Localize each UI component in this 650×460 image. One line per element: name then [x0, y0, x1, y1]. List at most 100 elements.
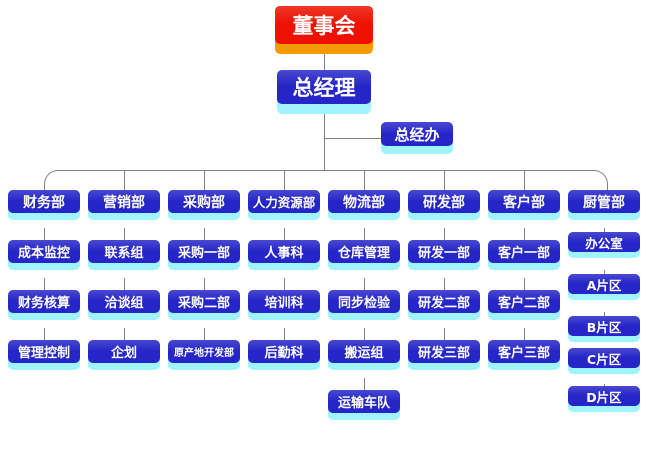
connector-drop-dept-7 — [524, 170, 525, 190]
node-label: D片区 — [586, 389, 622, 405]
node-label: 同步检验 — [337, 296, 390, 311]
node-sub-handling-group[interactable]: 搬运组 — [328, 340, 400, 370]
connector-col7-2 — [524, 278, 525, 296]
node-label: 厨管部 — [583, 194, 625, 211]
node-label-wrap: 管理控制 — [8, 340, 80, 363]
node-sub-negotiation-group[interactable]: 洽谈组 — [88, 290, 160, 320]
node-label: 运输车队 — [337, 396, 390, 411]
node-sub-customer-two[interactable]: 客户二部 — [488, 290, 560, 320]
node-label-wrap: 研发一部 — [408, 240, 480, 263]
node-label-wrap: 营销部 — [88, 190, 160, 213]
node-department-hr[interactable]: 人力资源部 — [248, 190, 320, 220]
node-label-wrap: 研发二部 — [408, 290, 480, 313]
node-label-wrap: 成本监控 — [8, 240, 80, 263]
node-sub-training-section[interactable]: 培训科 — [248, 290, 320, 320]
node-label-wrap: 采购部 — [168, 190, 240, 213]
node-sub-customer-one[interactable]: 客户一部 — [488, 240, 560, 270]
node-label: 仓库管理 — [337, 246, 390, 261]
node-department-customer[interactable]: 客户部 — [488, 190, 560, 220]
node-general-manager[interactable]: 总经理 — [277, 70, 371, 114]
node-label-wrap: D片区 — [568, 386, 640, 406]
node-label: 采购部 — [183, 194, 225, 211]
connector-col6-3 — [444, 328, 445, 346]
node-sub-logistics-section[interactable]: 后勤科 — [248, 340, 320, 370]
node-sub-office[interactable]: 办公室 — [568, 232, 640, 258]
connector-drop-dept-4 — [284, 170, 285, 190]
node-label-wrap: 运输车队 — [328, 390, 400, 413]
node-sub-rnd-one[interactable]: 研发一部 — [408, 240, 480, 270]
node-sub-purchasing-two[interactable]: 采购二部 — [168, 290, 240, 320]
connector-drop-dept-2 — [124, 170, 125, 190]
connector-board-to-ceo — [324, 48, 325, 72]
node-label-wrap: 客户二部 — [488, 290, 560, 313]
node-label: 原产地开发部 — [174, 348, 234, 359]
node-department-finance[interactable]: 财务部 — [8, 190, 80, 220]
connector-col2-1 — [124, 228, 125, 246]
node-label: 客户二部 — [497, 296, 550, 311]
node-label-wrap: 人事科 — [248, 240, 320, 263]
node-label-wrap: 同步检验 — [328, 290, 400, 313]
node-sub-area-d[interactable]: D片区 — [568, 386, 640, 412]
node-department-marketing[interactable]: 营销部 — [88, 190, 160, 220]
node-label: 采购二部 — [177, 296, 230, 311]
node-label-wrap: 联系组 — [88, 240, 160, 263]
node-department-logistics[interactable]: 物流部 — [328, 190, 400, 220]
node-board-of-directors[interactable]: 董事会 — [275, 6, 373, 54]
node-label-wrap: 董事会 — [275, 6, 373, 44]
node-label-wrap: 总经办 — [381, 122, 453, 146]
node-label-wrap: 物流部 — [328, 190, 400, 213]
node-label: 人事科 — [264, 246, 304, 261]
node-sub-management-control[interactable]: 管理控制 — [8, 340, 80, 370]
node-label: 客户三部 — [497, 346, 550, 361]
connector-col3-3 — [204, 328, 205, 346]
node-sub-origin-development[interactable]: 原产地开发部 — [168, 340, 240, 370]
node-label: 管理控制 — [17, 346, 70, 361]
node-label-wrap: 客户部 — [488, 190, 560, 213]
node-label: A片区 — [586, 277, 622, 293]
node-sub-financial-accounting[interactable]: 财务核算 — [8, 290, 80, 320]
node-label-wrap: 仓库管理 — [328, 240, 400, 263]
node-sub-liaison-group[interactable]: 联系组 — [88, 240, 160, 270]
connector-col3-2 — [204, 278, 205, 296]
node-department-rnd[interactable]: 研发部 — [408, 190, 480, 220]
node-sub-planning[interactable]: 企划 — [88, 340, 160, 370]
node-sub-transport-fleet[interactable]: 运输车队 — [328, 390, 400, 420]
node-sub-area-a[interactable]: A片区 — [568, 274, 640, 300]
node-sub-cost-control[interactable]: 成本监控 — [8, 240, 80, 270]
node-label: 财务核算 — [17, 296, 70, 311]
node-label-wrap: 后勤科 — [248, 340, 320, 363]
node-sub-sync-inspection[interactable]: 同步检验 — [328, 290, 400, 320]
connector-col2-2 — [124, 278, 125, 296]
node-label: 研发二部 — [417, 296, 470, 311]
node-sub-customer-three[interactable]: 客户三部 — [488, 340, 560, 370]
node-label: 董事会 — [292, 14, 356, 38]
node-sub-purchasing-one[interactable]: 采购一部 — [168, 240, 240, 270]
connector-drop-dept-6 — [444, 170, 445, 190]
node-label: 研发部 — [423, 194, 465, 211]
node-sub-rnd-three[interactable]: 研发三部 — [408, 340, 480, 370]
connector-col5-1 — [364, 228, 365, 246]
node-label: 成本监控 — [17, 246, 70, 261]
node-sub-warehouse-management[interactable]: 仓库管理 — [328, 240, 400, 270]
node-label-wrap: 人力资源部 — [248, 190, 320, 213]
node-sub-rnd-two[interactable]: 研发二部 — [408, 290, 480, 320]
node-label-wrap: 采购一部 — [168, 240, 240, 263]
node-department-kitchen[interactable]: 厨管部 — [568, 190, 640, 220]
node-sub-personnel-section[interactable]: 人事科 — [248, 240, 320, 270]
connector-col6-2 — [444, 278, 445, 296]
node-label: 客户一部 — [497, 246, 550, 261]
connector-col1-3 — [44, 328, 45, 346]
node-sub-area-c[interactable]: C片区 — [568, 348, 640, 374]
node-gm-office[interactable]: 总经办 — [381, 122, 453, 154]
node-label: 搬运组 — [344, 346, 384, 361]
node-sub-area-b[interactable]: B片区 — [568, 316, 640, 342]
node-label: 营销部 — [103, 194, 145, 211]
node-label-wrap: 财务核算 — [8, 290, 80, 313]
node-label: 总经理 — [292, 76, 356, 100]
node-label-wrap: 原产地开发部 — [168, 340, 240, 363]
connector-ceo-trunk — [324, 112, 325, 170]
node-department-purchasing[interactable]: 采购部 — [168, 190, 240, 220]
node-label-wrap: 总经理 — [277, 70, 371, 104]
connector-col5-2 — [364, 278, 365, 296]
node-label-wrap: 办公室 — [568, 232, 640, 252]
